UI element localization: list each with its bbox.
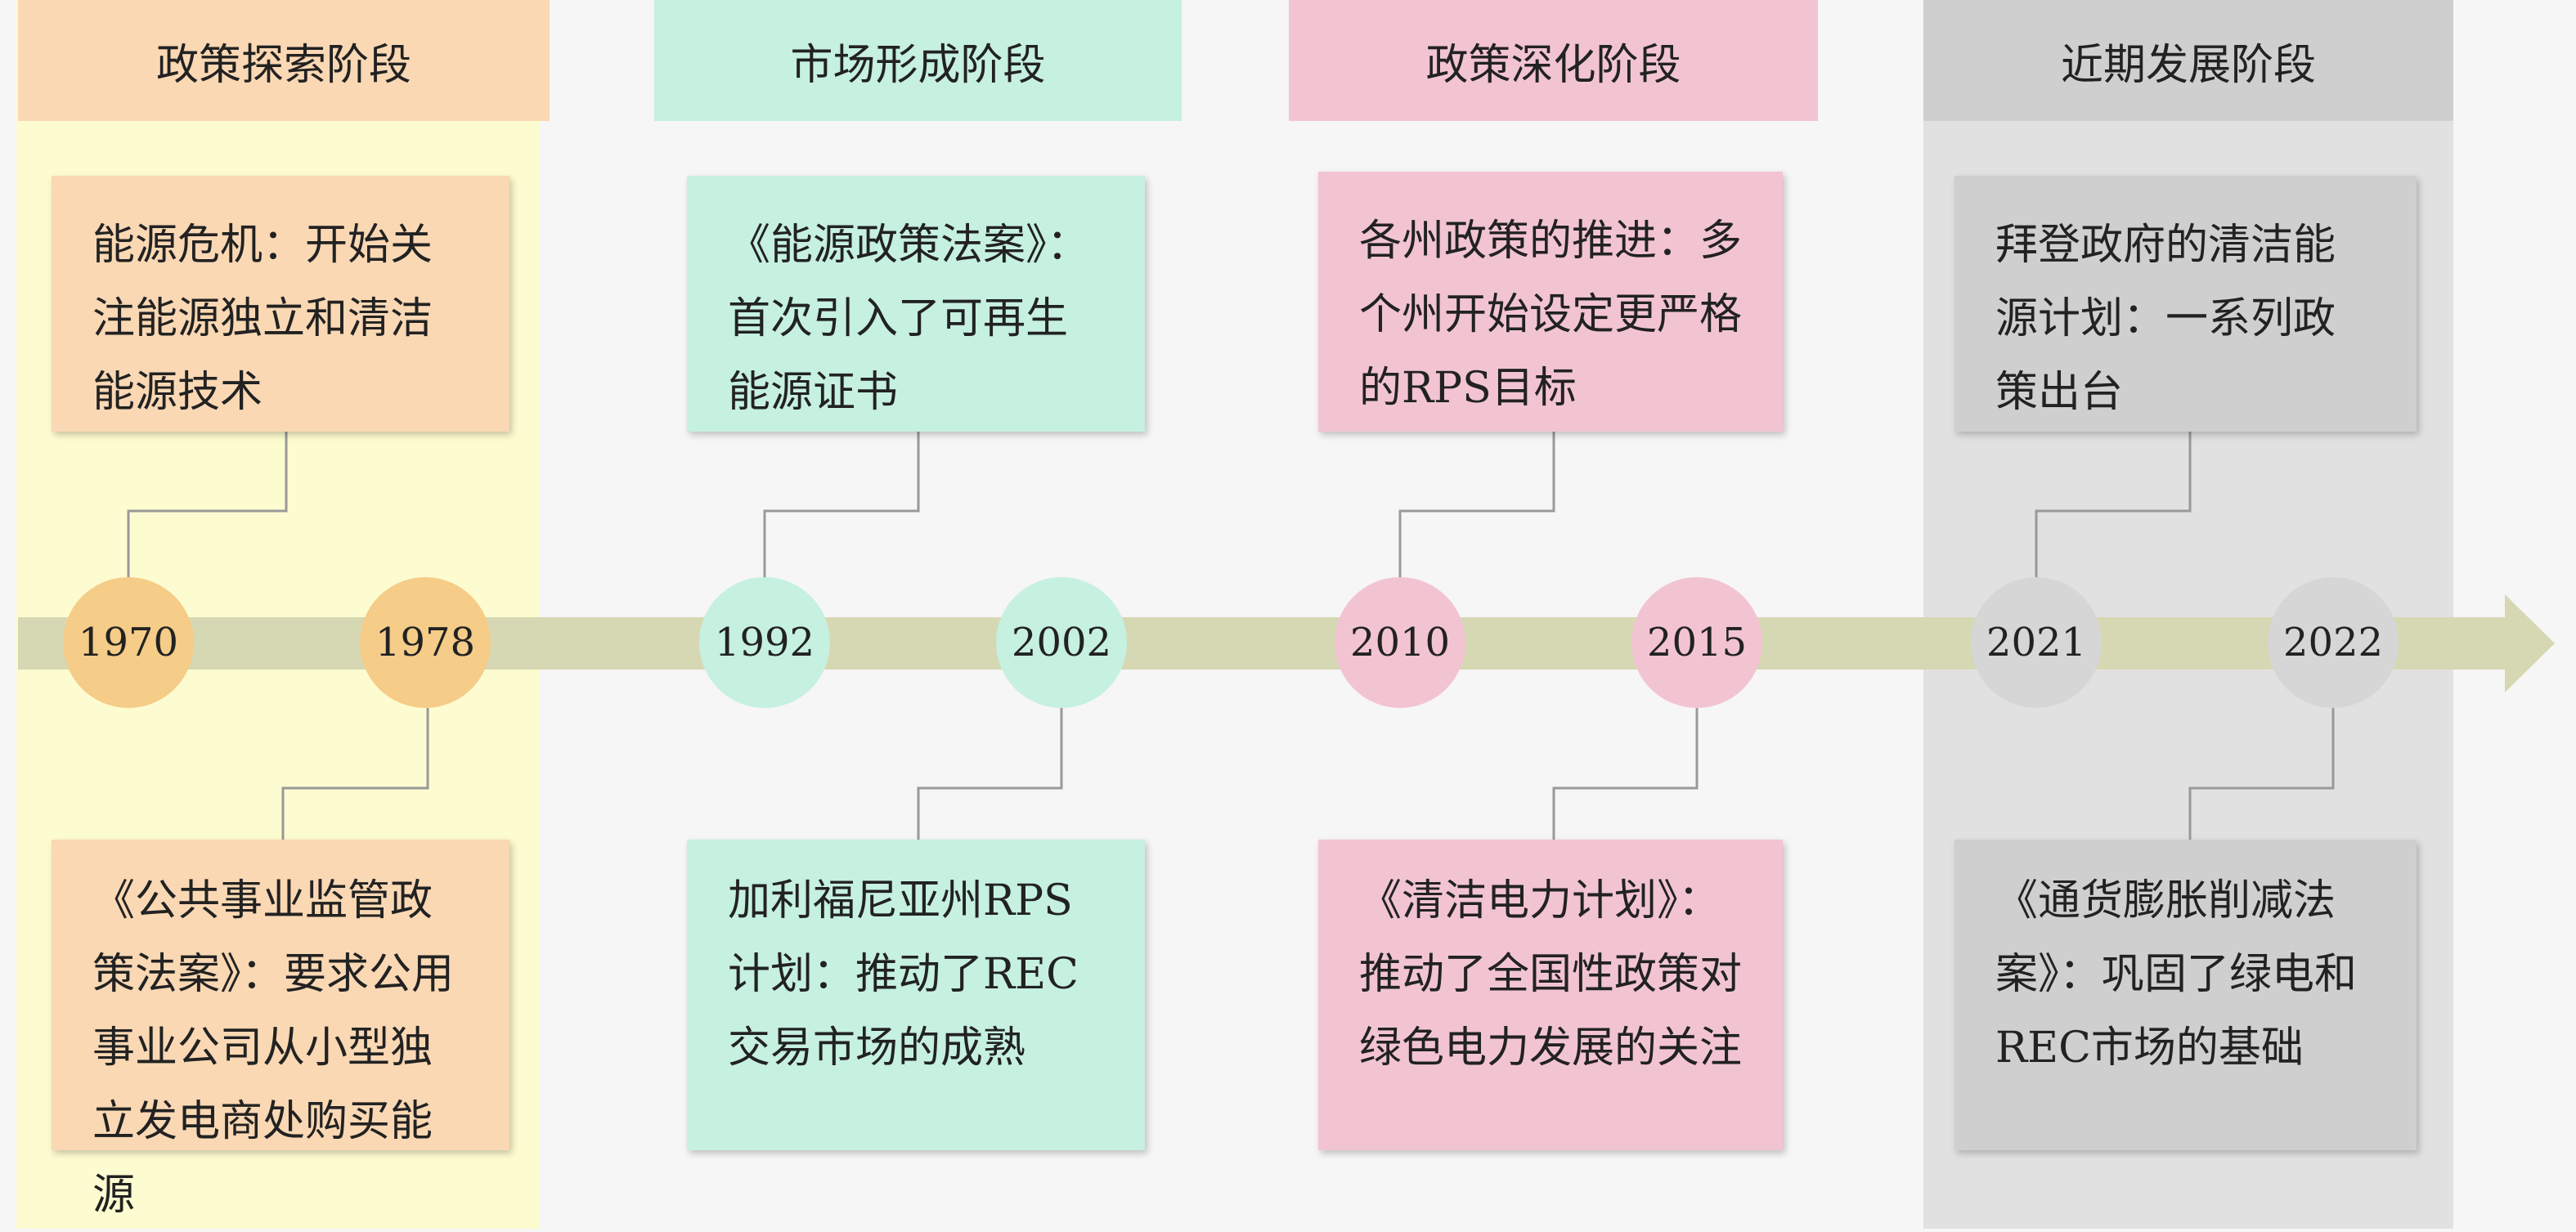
year-label: 2002 [1011,620,1112,665]
phase-label: 政策深化阶段 [1425,40,1681,90]
year-node-2010: 2010 [1335,577,1465,708]
year-label: 1970 [78,620,179,665]
year-label: 2022 [2282,620,2384,665]
year-node-2015: 2015 [1631,577,1762,708]
year-node-1970: 1970 [63,577,194,708]
event-box-1992: 《能源政策法案》：首次引入了可再生能源证书 [687,176,1145,432]
event-box-2002: 加利福尼亚州RPS计划：推动了REC交易市场的成熟 [687,840,1145,1150]
event-text: 各州政策的推进：多个州开始设定更严格的RPS目标 [1359,217,1743,413]
year-node-1978: 1978 [360,577,491,708]
event-box-2021: 拜登政府的清洁能源计划：一系列政策出台 [1954,176,2417,432]
phase-header-recent: 近期发展阶段 [1923,0,2453,121]
timeline-arrow [18,594,2555,692]
event-text: 能源危机：开始关注能源独立和清洁能源技术 [92,221,433,417]
event-text: 《清洁电力计划》：推动了全国性政策对绿色电力发展的关注 [1359,876,1743,1073]
year-node-2021: 2021 [1971,577,2102,708]
year-node-2002: 2002 [996,577,1127,708]
event-text: 加利福尼亚州RPS计划：推动了REC交易市场的成熟 [728,876,1079,1073]
event-text: 《公共事业监管政策法案》：要求公用事业公司从小型独立发电商处购买能源 [92,876,455,1220]
phase-header-exploration: 政策探索阶段 [18,0,550,121]
phase-header-deepening: 政策深化阶段 [1289,0,1818,121]
year-label: 1978 [375,620,476,665]
event-text: 拜登政府的清洁能源计划：一系列政策出台 [1995,221,2336,417]
event-box-2022: 《通货膨胀削减法案》：巩固了绿电和REC市场的基础 [1954,840,2417,1150]
year-label: 1992 [714,620,815,665]
event-box-1978: 《公共事业监管政策法案》：要求公用事业公司从小型独立发电商处购买能源 [52,840,509,1220]
year-node-2022: 2022 [2268,577,2399,708]
year-label: 2021 [1986,620,2087,665]
connector-line [127,432,288,587]
connector-line [763,432,920,587]
connector-line [281,708,429,840]
connector-line [2035,432,2192,587]
year-node-1992: 1992 [699,577,830,708]
phase-header-market: 市场形成阶段 [654,0,1182,121]
event-box-2010: 各州政策的推进：多个州开始设定更严格的RPS目标 [1318,172,1783,432]
event-text: 《通货膨胀削减法案》：巩固了绿电和REC市场的基础 [1995,876,2358,1073]
event-box-1970: 能源危机：开始关注能源独立和清洁能源技术 [52,176,509,432]
connector-line [2188,708,2335,840]
event-box-2015: 《清洁电力计划》：推动了全国性政策对绿色电力发展的关注 [1318,840,1783,1150]
year-label: 2015 [1646,620,1748,665]
event-text: 《能源政策法案》：首次引入了可再生能源证书 [728,221,1090,417]
phase-label: 市场形成阶段 [790,40,1046,90]
connector-line [917,708,1063,840]
year-label: 2010 [1349,620,1451,665]
connector-line [1398,432,1555,587]
phase-label: 近期发展阶段 [2060,40,2316,90]
phase-label: 政策探索阶段 [155,40,411,90]
connector-line [1552,708,1699,840]
